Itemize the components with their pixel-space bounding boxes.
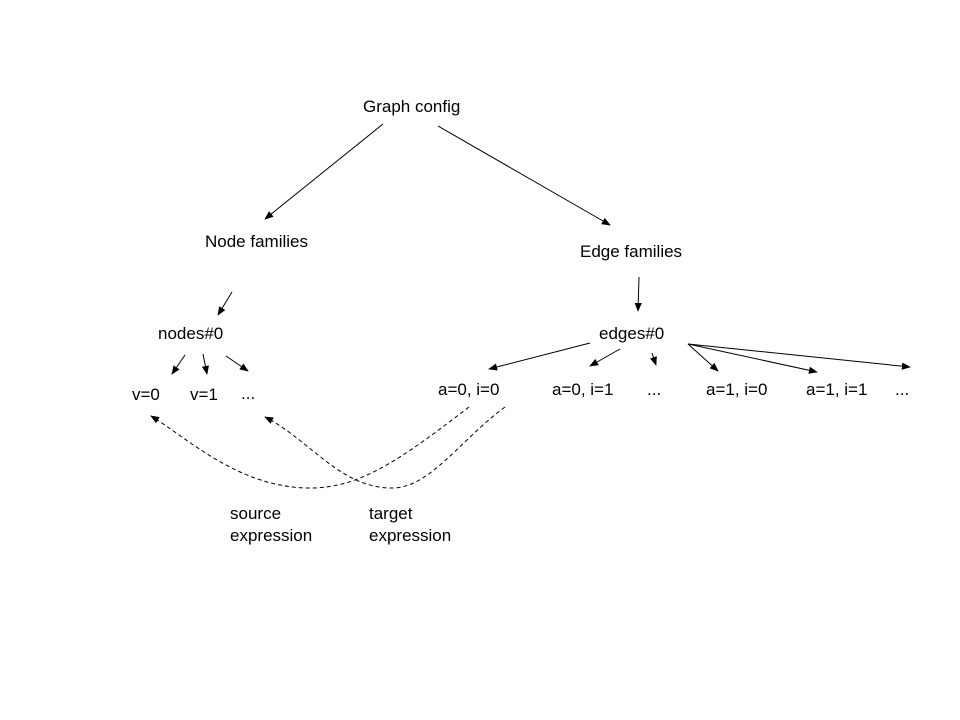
arrow-edges0-to-a0i1 [589,348,621,367]
arrow-root-to-edge-families [437,125,611,226]
node-a1-i0: a=1, i=0 [706,380,768,399]
arrow-nodes0-to-v1 [201,353,209,375]
arrow-edges0-to-a1i0 [687,343,719,372]
node-v-more: ... [241,384,256,403]
node-edge-families: Edge families [580,242,683,261]
source-expression-curve [150,406,470,489]
arrow-root-to-node-families [264,123,384,220]
node-a0-i1: a=0, i=1 [552,380,614,399]
node-edges-more-1: ... [647,380,662,399]
node-edges0: edges#0 [599,324,665,343]
node-node-families: Node families [205,232,308,251]
arrow-edges0-to-a1i1 [687,343,818,374]
node-edges-more-2: ... [895,380,910,399]
source-expression-label-line1: source [230,504,282,523]
arrow-edge-families-to-edges0 [634,276,642,312]
node-a0-i0: a=0, i=0 [438,380,500,399]
node-v1: v=1 [190,385,218,404]
node-nodes0: nodes#0 [158,324,224,343]
arrow-edges0-to-more2 [687,343,911,370]
arrow-nodes0-to-v0 [171,354,186,375]
arrow-edges0-to-a0i0 [488,342,591,371]
node-graph-config: Graph config [363,97,461,116]
target-expression-label-line1: target [369,504,413,523]
node-v0: v=0 [132,385,160,404]
arrow-edges0-to-more1 [650,352,657,366]
source-expression-label-line2: expression [230,526,313,545]
target-expression-curve [264,406,506,489]
node-a1-i1: a=1, i=1 [806,380,868,399]
arrow-node-families-to-nodes0 [217,291,233,316]
target-expression-label-line2: expression [369,526,452,545]
arrow-nodes0-to-v-more [225,355,249,372]
